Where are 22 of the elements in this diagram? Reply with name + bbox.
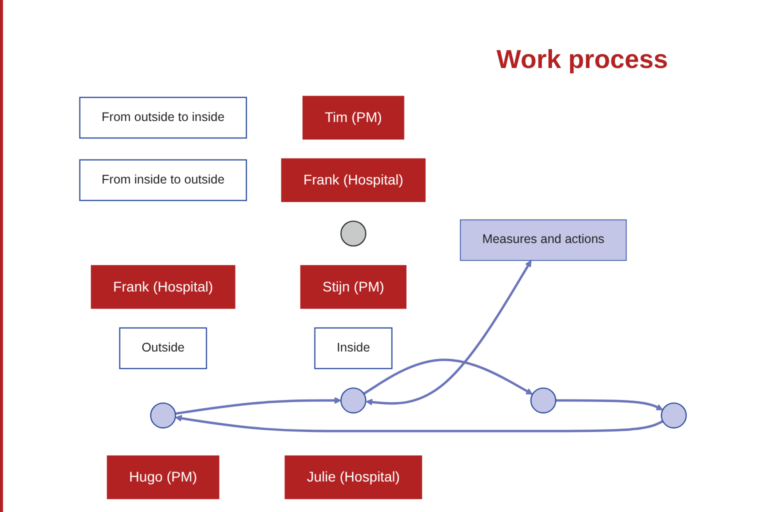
node-ellipse [530,387,556,414]
node-box: Inside [314,327,392,370]
arrow [556,399,664,410]
arrow [363,358,533,395]
node-box: Outside [119,327,208,370]
node-ellipse [340,387,366,414]
node-box: Tim (PM) [302,96,404,140]
node-ellipse [150,402,176,428]
node-ellipse [660,402,687,428]
diagram-title: Work process [496,44,668,75]
node-box: From inside to outside [79,159,247,202]
arrow [175,414,664,432]
arrow [175,397,342,415]
node-box: From outside to inside [79,96,247,139]
node-box: Hugo (PM) [106,455,220,500]
node-box: Measures and actions [460,219,627,261]
node-box: Frank (Hospital) [90,265,236,309]
node-box: Frank (Hospital) [281,158,426,202]
node-box: Julie (Hospital) [284,455,422,500]
arrow [366,260,532,406]
node-ellipse [340,220,366,247]
node-box: Stijn (PM) [300,265,406,309]
